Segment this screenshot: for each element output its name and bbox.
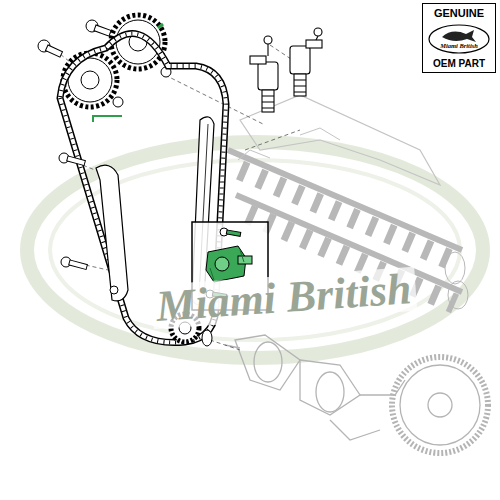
watermark-oval	[50, 160, 460, 340]
logo-box: GENUINE OEM PART Miami British	[422, 3, 496, 73]
tensioner-guide	[96, 165, 128, 301]
washer	[113, 67, 171, 107]
fish-icon	[442, 30, 476, 42]
logo-text: OEM PART	[433, 58, 485, 69]
logo-oval: Miami British	[428, 24, 490, 54]
logo-text: GENUINE	[434, 7, 484, 19]
oval-border	[429, 25, 489, 53]
cam-carrier	[238, 128, 340, 160]
bracket-mark	[93, 116, 122, 122]
logo-script: Miami British	[440, 42, 478, 49]
guide-pivot	[110, 286, 118, 294]
chain-tensioner	[206, 246, 252, 282]
bolt	[59, 153, 87, 269]
vvt-solenoid	[250, 28, 322, 112]
crankshaft	[225, 335, 488, 453]
watermark-text: Miami British	[151, 267, 417, 329]
